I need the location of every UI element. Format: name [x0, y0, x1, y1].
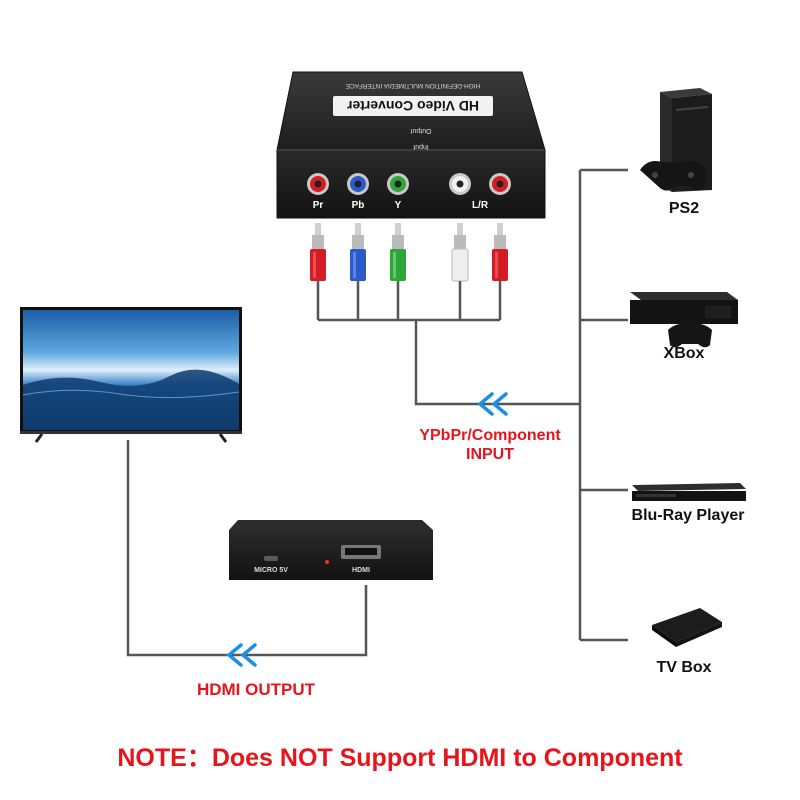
- micro-port-label: MICRO 5V: [254, 567, 288, 574]
- rca-plugs: [310, 223, 508, 282]
- tv: [20, 307, 242, 443]
- output-direction-arrows: [226, 643, 257, 667]
- ps2-label: PS2: [668, 200, 700, 217]
- power-led: [325, 560, 329, 564]
- rca-plug-green: [390, 223, 406, 281]
- output-label: HDMI OUTPUT: [196, 680, 316, 699]
- xbox-label: XBox: [663, 345, 705, 362]
- rca-plug-red-video: [310, 223, 326, 281]
- port-label-pb: Pb: [352, 200, 365, 211]
- rca-jack-l: [449, 173, 471, 195]
- rca-jack-pr: [307, 173, 329, 195]
- input-label-line2: INPUT: [466, 446, 514, 463]
- bluray-label: Blu-Ray Player: [631, 507, 745, 524]
- rca-plug-white: [451, 223, 469, 282]
- converter-output-label: Output: [410, 127, 431, 134]
- converter-title-plate: [333, 96, 493, 116]
- input-label-line1: YPbPr/Component: [419, 427, 561, 444]
- ps2-console-icon: [640, 88, 712, 192]
- tvbox-icon: [652, 608, 722, 647]
- converter-bottom: MICRO 5V HDMI: [229, 520, 433, 580]
- rca-jack-r: [489, 173, 511, 195]
- converter-title: HD Video Converter: [346, 98, 479, 114]
- rca-plug-blue: [350, 223, 366, 281]
- hdmi-port-label: HDMI: [352, 567, 370, 574]
- compatibility-note: NOTE：Does NOT Support HDMI to Component: [117, 744, 683, 772]
- tvbox-label: TV Box: [656, 659, 712, 676]
- port-label-pr: Pr: [313, 200, 324, 211]
- cables: [126, 168, 628, 657]
- micro-usb-port: [264, 556, 278, 561]
- xbox-console-icon: [630, 292, 738, 348]
- port-label-y: Y: [395, 200, 402, 211]
- converter-subtitle: HIGH-DEFINITION MULTIMEDIA INTERFACE: [345, 82, 480, 89]
- converter-top: HD Video Converter HIGH-DEFINITION MULTI…: [276, 71, 546, 219]
- converter-input-label: Input: [413, 143, 429, 150]
- input-direction-arrows: [477, 392, 508, 416]
- rca-plug-red-audio: [492, 223, 508, 281]
- port-label-lr: L/R: [472, 200, 489, 211]
- rca-jack-pb: [347, 173, 369, 195]
- bluray-player-icon: [632, 483, 746, 501]
- rca-jack-y: [387, 173, 409, 195]
